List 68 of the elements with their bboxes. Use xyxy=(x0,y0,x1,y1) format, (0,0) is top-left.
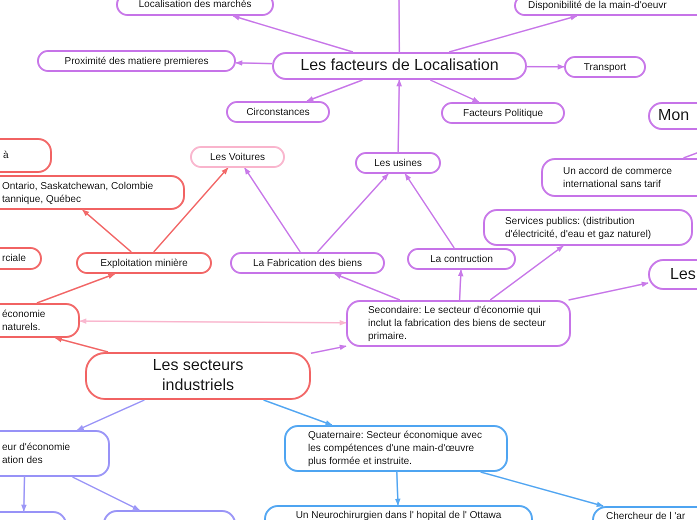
topic-box xyxy=(564,56,646,78)
arrow xyxy=(232,15,354,53)
topic-text: Les xyxy=(670,264,696,284)
topic-box xyxy=(230,252,385,274)
topic-text: Localisation des marchés xyxy=(138,0,252,11)
topic-box xyxy=(441,102,565,124)
arrow xyxy=(404,173,455,248)
topic-text: Facteurs Politique xyxy=(462,106,544,120)
arrow xyxy=(306,79,363,102)
topic-text: Les usines xyxy=(374,156,422,170)
topic-text: Disponibilité de la main-d'oeuvr xyxy=(528,0,667,12)
topic-text: Les Voitures xyxy=(210,150,266,164)
topic-box xyxy=(272,52,527,80)
topic-box xyxy=(0,175,185,210)
topic-box xyxy=(190,146,285,168)
topic-text: Secondaire: Le secteur d'économie qui inclut la fabrication des biens de secteur primaire. xyxy=(368,304,547,343)
topic-box xyxy=(37,50,236,72)
topic-box xyxy=(346,300,571,347)
topic-box xyxy=(355,152,441,174)
topic-text: Proximité des matiere premieres xyxy=(64,54,208,68)
topic-box xyxy=(85,352,311,400)
topic-text: Les secteurs industriels xyxy=(152,356,244,396)
topic-text: Circonstances xyxy=(246,106,310,118)
topic-text: Quaternaire: Secteur économique avec les compétences d'une main-d'œuvre plus formée et instruite. xyxy=(308,429,483,468)
topic-box xyxy=(226,101,330,123)
topic-text: eur d'économie ation des xyxy=(2,440,72,466)
arrow xyxy=(21,476,27,512)
arrow xyxy=(244,167,301,252)
arrow xyxy=(153,167,228,252)
arrow xyxy=(263,399,332,426)
topic-text: Un Neurochirurgien dans l' hopital de l' Ottawa xyxy=(296,509,502,520)
topic-text: Transport xyxy=(584,60,626,74)
arrow xyxy=(82,209,132,253)
topic-text: Ontario, Saskatchewan, Colombie tannique, Québec xyxy=(2,180,154,206)
arrow xyxy=(480,471,604,507)
arrow xyxy=(79,318,347,326)
arrow xyxy=(310,344,347,354)
arrow xyxy=(448,15,578,53)
arrow xyxy=(235,60,272,66)
topic-text: Un accord de commerce international sans tarif xyxy=(563,164,673,190)
arrow xyxy=(36,273,116,304)
topic-box xyxy=(483,209,693,246)
arrow xyxy=(527,64,565,70)
topic-box xyxy=(541,158,697,197)
arrow xyxy=(72,476,140,511)
topic-text: La Fabrication des biens xyxy=(253,256,362,270)
topic-box xyxy=(407,248,516,270)
topic-text: Services publics: (distribution d'électricité, d'eau et gaz naturel) xyxy=(505,214,652,240)
topic-box xyxy=(284,425,508,472)
arrow xyxy=(458,269,464,300)
arrow xyxy=(334,273,400,301)
topic-box xyxy=(76,252,212,274)
topic-text: Exploitation minière xyxy=(100,256,188,270)
arrow xyxy=(430,79,480,103)
arrow xyxy=(316,173,389,252)
arrow xyxy=(568,282,649,301)
topic-text: La contruction xyxy=(430,252,493,266)
topic-text: Chercheur de l 'ar xyxy=(606,510,686,520)
arrow xyxy=(394,472,401,506)
topic-text: à xyxy=(3,149,9,162)
topic-text: économie naturels. xyxy=(2,308,46,334)
arrow xyxy=(490,245,564,301)
arrow xyxy=(396,79,402,152)
topic-text: rciale xyxy=(2,252,26,265)
arrow xyxy=(76,399,145,431)
arrow xyxy=(54,336,108,353)
topic-text: Mon xyxy=(658,106,690,126)
topic-text: Les facteurs de Localisation xyxy=(300,56,499,76)
